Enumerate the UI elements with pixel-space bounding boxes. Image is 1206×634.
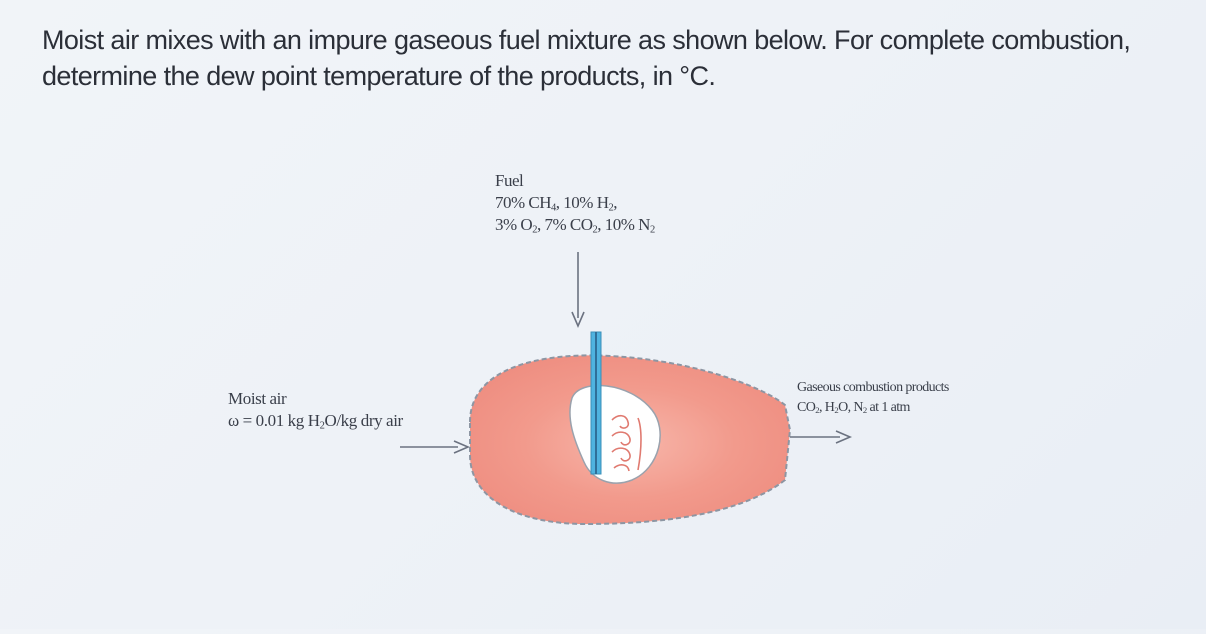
fuel-composition-line-2: 3% O2, 7% CO2, 10% N2 [495,215,655,236]
products-title: Gaseous combustion products [797,380,949,395]
products-composition: CO2, H2O, N2 at 1 atm [797,400,910,416]
problem-line-1: Moist air mixes with an impure gaseous f… [42,25,1131,55]
moist-air-label: Moist air ω = 0.01 kg H2O/kg dry air [228,388,403,432]
moist-air-title: Moist air [228,389,287,408]
fuel-title: Fuel [495,171,524,190]
flame-icon [611,414,642,472]
air-inlet-arrow-icon [400,440,471,454]
products-label: Gaseous combustion products CO2, H2O, N2… [797,378,949,418]
problem-statement: Moist air mixes with an impure gaseous f… [42,22,1162,94]
humidity-ratio: ω = 0.01 kg H2O/kg dry air [228,411,403,432]
fuel-composition-line-1: 70% CH4, 10% H2, [495,193,618,214]
problem-line-2: determine the dew point temperature of t… [42,61,716,91]
fuel-inlet-arrow-icon [571,252,585,329]
products-outlet-arrow-icon [790,430,853,444]
fuel-label: Fuel 70% CH4, 10% H2, 3% O2, 7% CO2, 10%… [495,170,655,236]
